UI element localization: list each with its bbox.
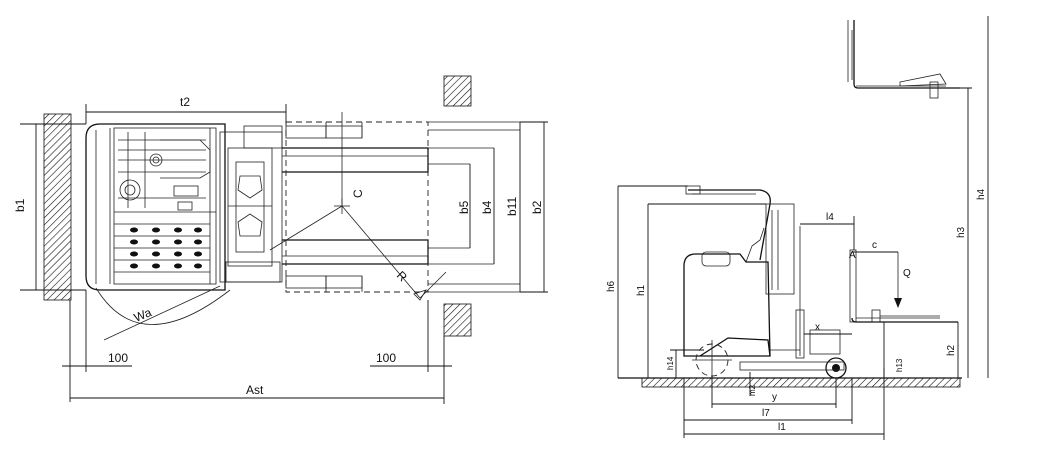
battery-cell-dots [130, 227, 202, 269]
dim-b11: b11 [505, 122, 521, 292]
dim-h14: h14 [666, 349, 704, 378]
dim-b1: b1 [13, 123, 86, 291]
label-l1: l1 [778, 422, 786, 433]
label-clearance-right: 100 [376, 351, 396, 365]
label-l4: l4 [826, 212, 834, 223]
forks [282, 147, 429, 265]
dim-b4: b4 [480, 148, 495, 264]
label-y: y [772, 392, 777, 403]
mast-assembly [219, 125, 283, 283]
label-t2: t2 [180, 95, 190, 109]
label-l7: l7 [762, 408, 770, 419]
operator-compartment [118, 132, 211, 211]
dim-clearance-right: 100 [370, 300, 452, 404]
left-wall-hatch [43, 113, 72, 301]
label-h2: h2 [946, 344, 957, 356]
label-h14: h14 [666, 356, 675, 370]
label-m2: m2 [748, 384, 757, 396]
label-h1: h1 [636, 284, 647, 296]
label-b11: b11 [505, 197, 519, 216]
dim-h6: h6 [606, 185, 688, 378]
label-b5: b5 [457, 200, 471, 214]
label-h3: h3 [956, 226, 967, 238]
dim-y: y [711, 376, 837, 408]
label-b4: b4 [480, 200, 494, 214]
dim-b5: b5 [457, 164, 471, 248]
label-b1: b1 [13, 198, 27, 212]
label-b2: b2 [530, 200, 544, 214]
upper-right-wall-hatch [443, 75, 472, 107]
dim-ast: Ast [70, 383, 444, 399]
label-h13: h13 [895, 358, 904, 372]
dim-b2: b2 [520, 121, 548, 293]
dim-h4: h4 [976, 16, 989, 378]
dim-t2: t2 [85, 95, 287, 124]
label-h6: h6 [606, 280, 617, 292]
turning-radius: C R Wa [95, 112, 447, 341]
label-x: x [815, 322, 820, 333]
raised-forks [847, 20, 960, 99]
dim-h1: h1 [636, 203, 766, 378]
label-ast: Ast [246, 383, 264, 397]
battery-cells [114, 223, 210, 273]
dim-l7: l7 [683, 378, 853, 438]
ground-hatch [641, 377, 961, 388]
dim-l4: l4 [800, 212, 855, 250]
top-view: t2 b1 b5 b4 b11 b2 [13, 75, 548, 404]
label-h4: h4 [976, 188, 987, 200]
label-clearance-left: 100 [108, 351, 128, 365]
label-c-side: c [872, 240, 877, 251]
pallet-outline [285, 121, 429, 293]
lowered-forks [849, 249, 958, 323]
dim-l1: l1 [684, 422, 884, 435]
dim-h2: h2 [946, 322, 959, 378]
dim-h3: h3 [946, 87, 972, 378]
dim-h13: h13 [883, 322, 904, 440]
truck-body [85, 123, 283, 291]
dim-m2: m2 [748, 372, 757, 396]
load-center: c Q A [849, 240, 911, 308]
dim-x: x [804, 322, 852, 335]
dim-clearance-left: 100 [62, 290, 132, 402]
lower-right-wall-hatch [443, 303, 472, 337]
label-wa: Wa [132, 305, 154, 325]
label-a: A [849, 250, 856, 261]
label-c: C [351, 189, 365, 198]
side-view: c Q A l4 x h6 h1 [606, 16, 989, 440]
label-q: Q [903, 268, 911, 279]
